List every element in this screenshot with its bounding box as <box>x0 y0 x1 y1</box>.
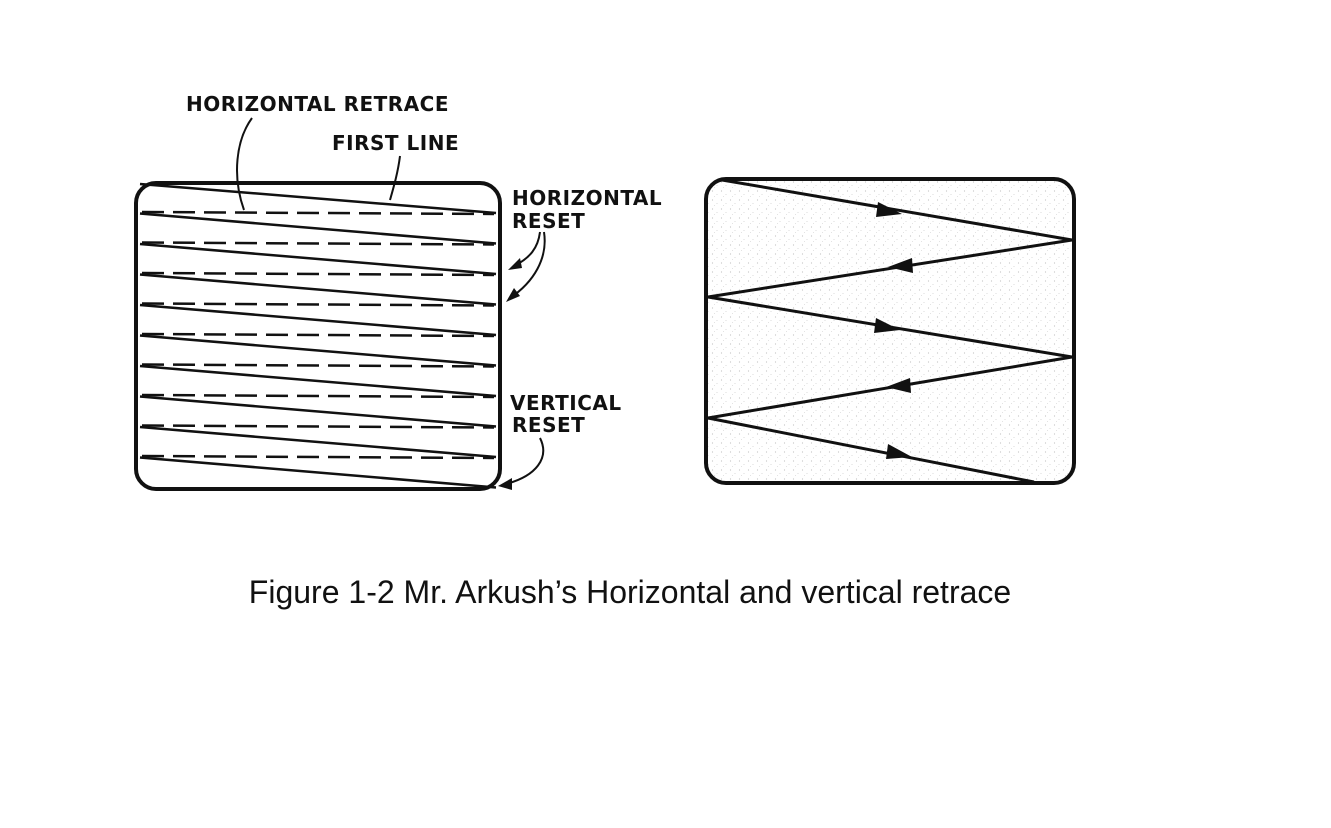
leader-vertical-reset <box>505 437 545 485</box>
right-direction-arrows <box>874 202 913 459</box>
arrow-right-3 <box>886 444 912 459</box>
scan-line <box>139 425 497 459</box>
retrace-dashed-line <box>141 393 495 399</box>
label-vertical-reset-2: RESET <box>512 413 585 437</box>
scan-line <box>139 212 497 245</box>
label-horizontal-reset-2: RESET <box>512 209 585 233</box>
scan-line <box>139 456 497 489</box>
leader-horizontal-retrace <box>236 117 253 211</box>
scan-line <box>139 364 497 398</box>
label-horizontal-reset-1: HORIZONTAL <box>512 186 662 210</box>
retrace-dashed-line <box>141 363 495 368</box>
leader-arrowheads <box>498 258 522 490</box>
retrace-dashed-line <box>141 424 495 429</box>
right-raster-panel <box>704 177 1076 485</box>
retrace-dashed-line <box>141 210 495 216</box>
scan-line <box>139 395 497 428</box>
scan-line <box>139 242 497 276</box>
arrow-left-2 <box>886 378 911 393</box>
scan-line <box>139 334 497 367</box>
scan-line <box>139 273 497 306</box>
leader-first-line <box>389 155 401 201</box>
label-first-line: FIRST LINE <box>332 131 459 155</box>
arrowhead-reset-b <box>506 288 520 302</box>
arrow-right-1 <box>876 202 902 217</box>
retrace-dashed-line <box>141 241 495 246</box>
arrow-left-1 <box>888 258 913 273</box>
left-retrace-lines <box>141 210 495 460</box>
label-horizontal-retrace: HORIZONTAL RETRACE <box>186 92 449 116</box>
retrace-dashed-line <box>141 332 495 338</box>
retrace-dashed-line <box>141 271 495 277</box>
figure-caption: Figure 1-2 Mr. Arkush’s Horizontal and v… <box>248 574 1012 610</box>
scan-line <box>139 182 497 215</box>
label-vertical-reset-1: VERTICAL <box>510 391 622 415</box>
retrace-dashed-line <box>141 302 495 307</box>
left-raster-panel <box>134 181 502 491</box>
arrow-right-2 <box>874 318 900 333</box>
arrowhead-vertical-reset <box>498 478 512 490</box>
left-scan-lines <box>139 182 497 489</box>
scan-line <box>139 303 497 337</box>
arrowhead-reset-a <box>508 258 522 270</box>
retrace-dashed-line <box>141 454 495 460</box>
